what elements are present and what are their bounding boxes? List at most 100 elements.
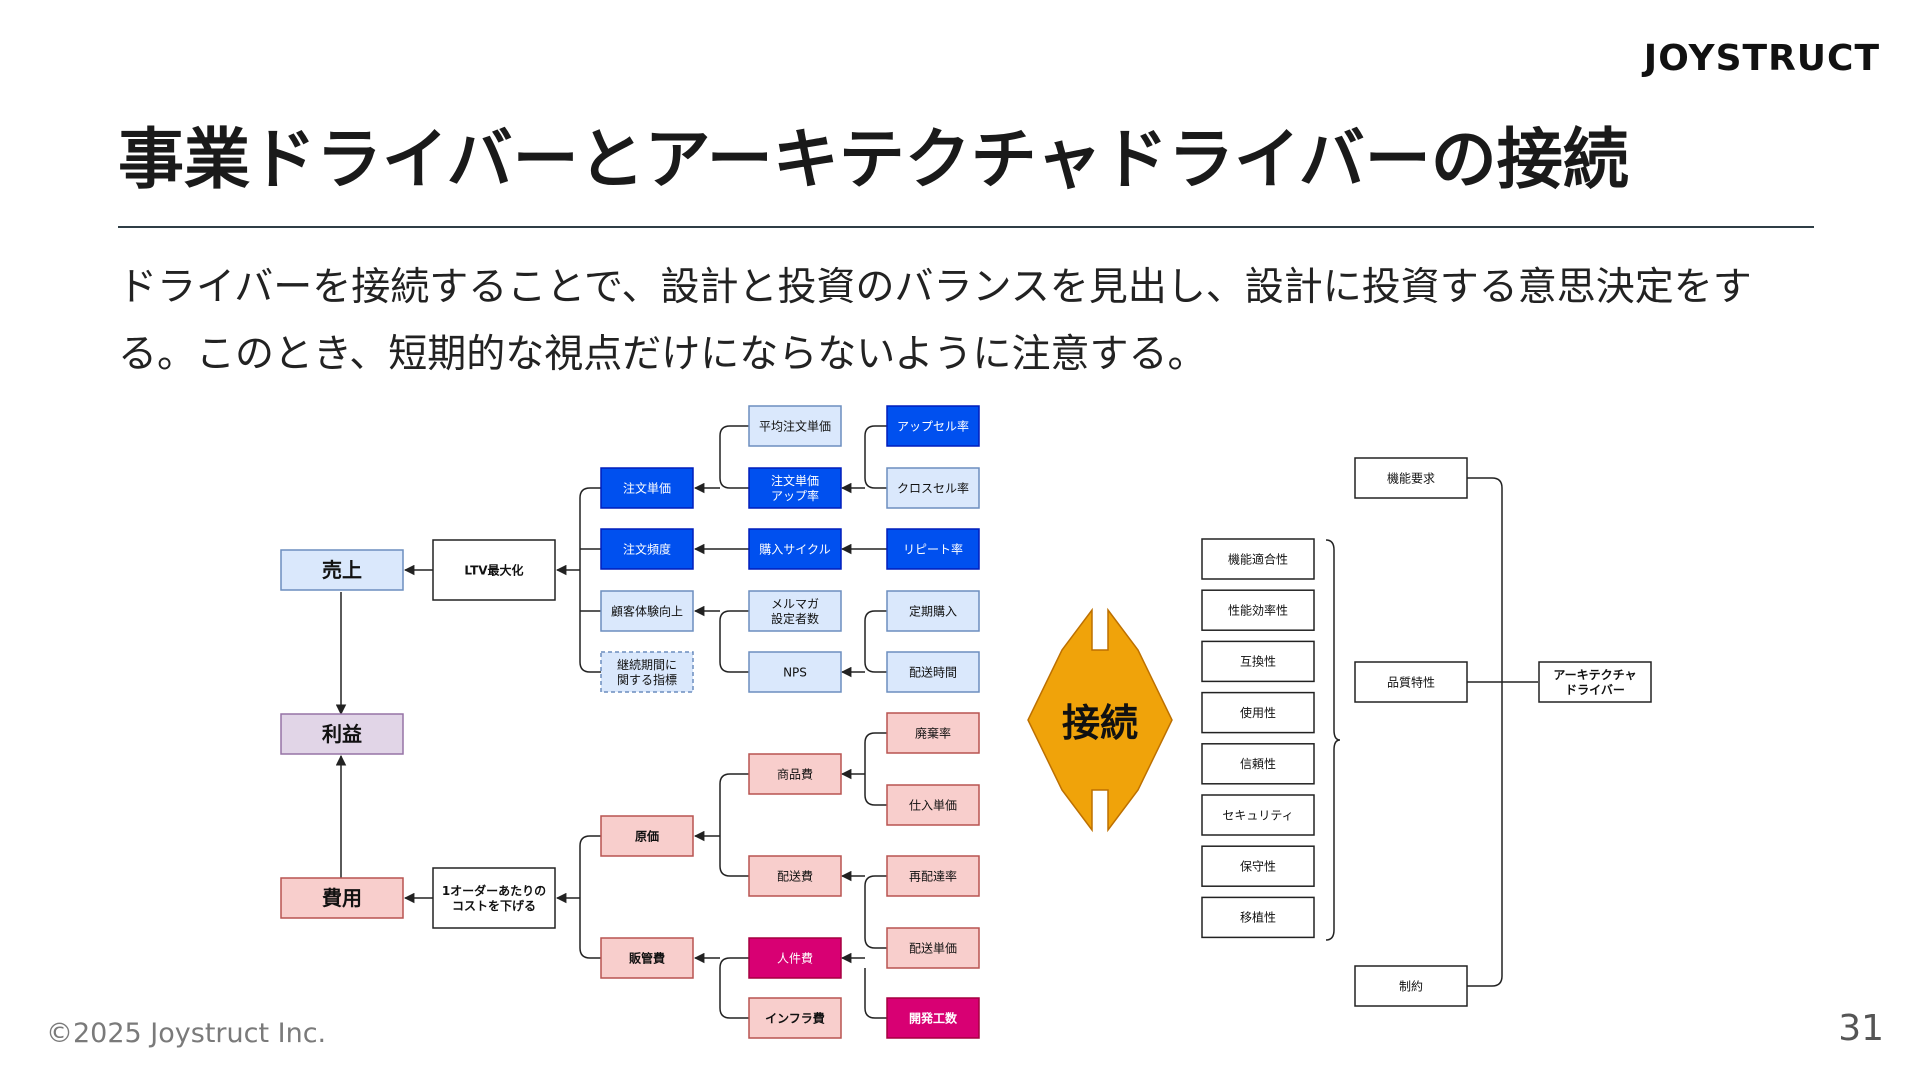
node-order-frequency-label: 注文頻度 [623, 541, 671, 556]
node-quality-6-label: セキュリティ [1222, 808, 1293, 822]
node-personnel-cost-label: 人件費 [777, 950, 813, 965]
node-order-frequency: 注文頻度 [600, 528, 694, 570]
node-order-price-uprate-label: 注文単価 [771, 473, 819, 488]
connector-label: 接続 [1062, 701, 1138, 745]
page-title: 事業ドライバーとアーキテクチャドライバーの接続 [118, 121, 1629, 198]
page-number: 31 [1838, 1008, 1884, 1049]
node-subscription-label: 定期購入 [909, 603, 957, 618]
node-quality-1: 機能適合性 [1201, 538, 1315, 580]
node-shipping-cost-label: 配送費 [777, 868, 813, 883]
node-newsletter-subscribers-label: 設定者数 [771, 611, 819, 626]
node-quality-2-label: 性能効率性 [1228, 603, 1288, 618]
node-quality-3-label: 互換性 [1240, 655, 1276, 669]
node-upsell-rate: アップセル率 [886, 405, 980, 447]
node-ltv: LTV最大化 [432, 539, 556, 601]
node-quality-5: 信頼性 [1201, 743, 1315, 785]
node-quality-7: 保守性 [1201, 845, 1315, 887]
node-redelivery-rate-label: 再配達率 [909, 868, 957, 883]
node-delivery-unit-price-label: 配送単価 [909, 940, 957, 955]
node-quality-8: 移植性 [1201, 896, 1315, 939]
node-delivery-time: 配送時間 [886, 651, 980, 693]
node-personnel-cost: 人件費 [748, 937, 842, 979]
node-repeat-rate: リピート率 [886, 528, 980, 570]
copyright-text: ©2025 Joystruct Inc. [46, 1018, 327, 1049]
business-edges [335, 425, 887, 1019]
node-upsell-rate-label: アップセル率 [897, 418, 969, 433]
title-divider [118, 226, 1814, 228]
node-newsletter-subscribers-label: メルマガ [771, 597, 819, 611]
node-repeat-rate-label: リピート率 [903, 541, 963, 556]
node-sga: 販管費 [600, 937, 694, 979]
node-purchase-unit-price-label: 仕入単価 [909, 798, 957, 812]
connector-shape: 接続 [1027, 607, 1173, 833]
node-product-cost: 商品費 [748, 753, 842, 795]
node-order-price-label: 注文単価 [623, 480, 671, 495]
node-sga-label: 販管費 [629, 950, 665, 965]
node-architecture-driver-label: ドライバー [1565, 683, 1625, 697]
node-quality-1-label: 機能適合性 [1228, 551, 1288, 566]
node-quality-4-label: 使用性 [1240, 705, 1276, 720]
node-cost-per-order-label: コストを下げる [452, 898, 536, 913]
node-cost-per-order-label: 1オーダーあたりの [442, 883, 546, 898]
node-functional-requirements: 機能要求 [1354, 457, 1468, 499]
node-shipping-cost: 配送費 [748, 855, 842, 897]
node-retention-metric-label: 継続期間に [617, 657, 677, 672]
node-sales: 売上 [280, 549, 404, 591]
node-cogs-label: 原価 [635, 828, 659, 843]
node-disposal-rate: 廃棄率 [886, 712, 980, 754]
node-retention-metric-label: 関する指標 [617, 672, 677, 687]
node-quality-attributes-label: 品質特性 [1387, 674, 1435, 689]
node-quality-attributes: 品質特性 [1354, 661, 1468, 703]
description-text: ドライバーを接続することで、設計と投資のバランスを見出し、設計に投資する意思決定… [118, 265, 1752, 377]
node-quality-5-label: 信頼性 [1240, 757, 1276, 771]
node-ltv-label: LTV最大化 [464, 562, 523, 577]
node-quality-7-label: 保守性 [1240, 860, 1276, 874]
node-sales-label: 売上 [322, 558, 362, 582]
node-delivery-unit-price: 配送単価 [886, 927, 980, 969]
node-constraints: 制約 [1354, 965, 1468, 1007]
node-infra-cost-label: インフラ費 [765, 1010, 825, 1025]
node-purchase-cycle-label: 購入サイクル [759, 542, 830, 556]
node-order-price-uprate-label: アップ率 [771, 488, 819, 503]
node-cost-label: 費用 [322, 886, 362, 910]
node-purchase-unit-price: 仕入単価 [886, 784, 980, 826]
node-infra-cost: インフラ費 [748, 997, 842, 1039]
node-cogs: 原価 [600, 815, 694, 857]
node-cost: 費用 [280, 877, 404, 919]
brand-logo: JOYSTRUCT [1643, 38, 1880, 79]
node-dev-effort-label: 開発工数 [909, 1010, 958, 1025]
node-cross-sell-rate: クロスセル率 [886, 467, 980, 509]
node-cx-improvement-label: 顧客体験向上 [611, 603, 683, 618]
node-constraints-label: 制約 [1399, 978, 1423, 993]
node-nps-label: NPS [783, 665, 807, 679]
node-architecture-driver-label: アーキテクチャ [1553, 668, 1636, 682]
node-purchase-cycle: 購入サイクル [748, 528, 842, 570]
node-product-cost-label: 商品費 [777, 766, 813, 781]
node-cx-improvement: 顧客体験向上 [600, 590, 694, 632]
node-dev-effort: 開発工数 [886, 997, 980, 1039]
node-quality-2: 性能効率性 [1201, 589, 1315, 631]
architecture-edges [1325, 477, 1538, 987]
node-functional-requirements-label: 機能要求 [1387, 470, 1435, 485]
node-redelivery-rate: 再配達率 [886, 855, 980, 897]
node-disposal-rate-label: 廃棄率 [915, 725, 951, 740]
node-avg-order-price: 平均注文単価 [748, 405, 842, 447]
node-nps: NPS [748, 651, 842, 693]
node-subscription: 定期購入 [886, 590, 980, 632]
node-architecture-driver: アーキテクチャドライバー [1538, 661, 1652, 703]
node-quality-3: 互換性 [1201, 640, 1315, 683]
node-order-price: 注文単価 [600, 467, 694, 509]
node-profit-label: 利益 [322, 722, 362, 746]
node-quality-4: 使用性 [1201, 691, 1315, 734]
node-quality-6: セキュリティ [1201, 794, 1315, 836]
node-cross-sell-rate-label: クロスセル率 [897, 480, 969, 495]
node-quality-8-label: 移植性 [1240, 910, 1276, 925]
node-delivery-time-label: 配送時間 [909, 664, 957, 679]
node-avg-order-price-label: 平均注文単価 [759, 418, 831, 433]
node-profit: 利益 [280, 713, 404, 755]
